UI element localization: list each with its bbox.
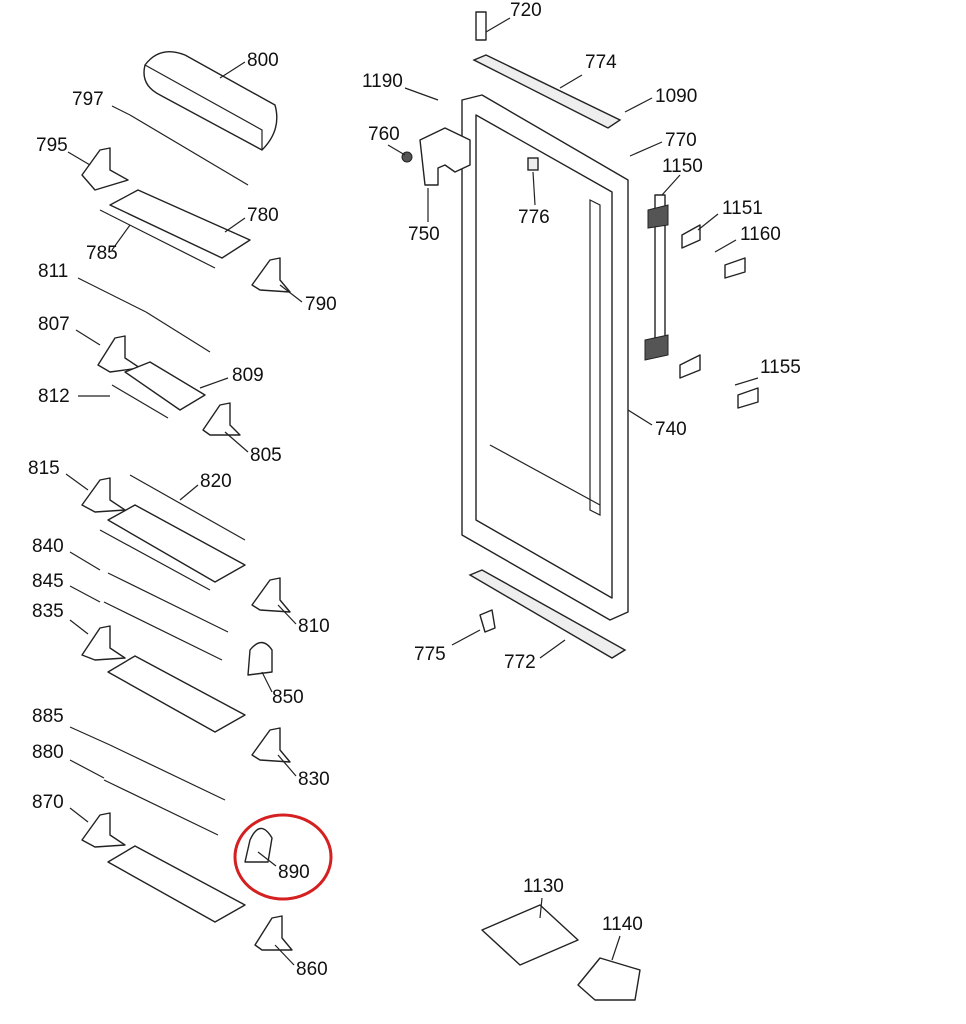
label-890: 890 [278,862,310,883]
label-807: 807 [38,314,70,335]
label-845: 845 [32,571,64,592]
label-870: 870 [32,792,64,813]
part-handle-cap-top [647,204,669,229]
label-720: 720 [510,0,542,21]
leader-lines [65,17,759,966]
part-860-bracket [254,915,293,951]
label-1090: 1090 [655,86,697,107]
label-805: 805 [250,445,282,466]
part-795-bracket [81,147,129,191]
part-785-strip [99,209,216,269]
part-780-shelf [109,189,251,259]
part-shelf-glass [107,655,246,733]
part-776-block [527,157,539,171]
label-1160: 1160 [740,224,781,245]
label-1150: 1150 [662,156,703,177]
part-790-bracket [251,257,291,293]
label-790: 790 [305,294,337,315]
part-830-bracket [251,727,291,763]
part-811-rod [145,311,211,353]
part-720-pin [475,11,487,41]
part-1160-plug [724,257,746,279]
label-775: 775 [414,644,446,665]
part-870-bracket [81,812,126,848]
label-785: 785 [86,243,118,264]
part-772-hinge-strip [468,569,627,659]
part-840-shelf [107,504,246,583]
label-840: 840 [32,536,64,557]
label-850: 850 [272,687,304,708]
label-774: 774 [585,52,617,73]
label-800: 800 [247,50,279,71]
label-770: 770 [665,130,697,151]
label-1190: 1190 [362,71,403,92]
label-750: 750 [408,224,440,245]
label-811: 811 [38,261,68,282]
part-845-rod-b [103,601,223,661]
label-772: 772 [504,652,536,673]
label-815: 815 [28,458,60,479]
part-835-bracket [81,625,126,661]
part-cover-lower [679,354,701,379]
part-815-bracket [81,477,126,513]
part-850-clip [247,641,273,676]
part-807-bracket [97,335,141,373]
label-860: 860 [296,959,328,980]
part-740-door [461,94,629,621]
part-shelf-strip [99,529,211,591]
part-1130-egg-tray [481,904,579,966]
label-776: 776 [518,207,550,228]
label-809: 809 [232,365,264,386]
part-885-rod [109,744,226,801]
label-810: 810 [298,616,330,637]
part-800-cover [143,51,278,151]
part-805-bracket [202,402,241,436]
label-1155: 1155 [760,357,801,378]
label-797: 797 [72,89,104,110]
label-740: 740 [655,419,687,440]
label-1151: 1151 [722,198,763,219]
part-handle-cap-bottom [644,334,669,361]
label-880: 880 [32,742,64,763]
label-830: 830 [298,769,330,790]
part-1140-box [577,957,641,1001]
part-775-hinge-pin [479,609,496,633]
label-1130: 1130 [523,876,564,897]
part-1155-plug [737,387,759,409]
part-750-bracket [419,127,471,186]
label-1140: 1140 [602,914,643,935]
part-880-rod [103,779,219,836]
highlight-circle-890 [233,813,333,901]
part-810-bracket [251,577,291,613]
part-774-top-strip [472,54,622,129]
label-760: 760 [368,124,400,145]
label-795: 795 [36,135,68,156]
part-shelf-glass-bottom [107,845,246,923]
part-845-rod-a [107,572,229,633]
part-797-rod [129,114,249,186]
label-885: 885 [32,706,64,727]
label-835: 835 [32,601,64,622]
part-1151-cover [681,224,701,249]
label-820: 820 [200,471,232,492]
part-820-rod [129,474,246,541]
part-809-shelf [124,361,206,411]
label-780: 780 [247,205,279,226]
part-890-clip [244,827,273,863]
label-812: 812 [38,386,70,407]
part-812-strip [111,384,169,419]
